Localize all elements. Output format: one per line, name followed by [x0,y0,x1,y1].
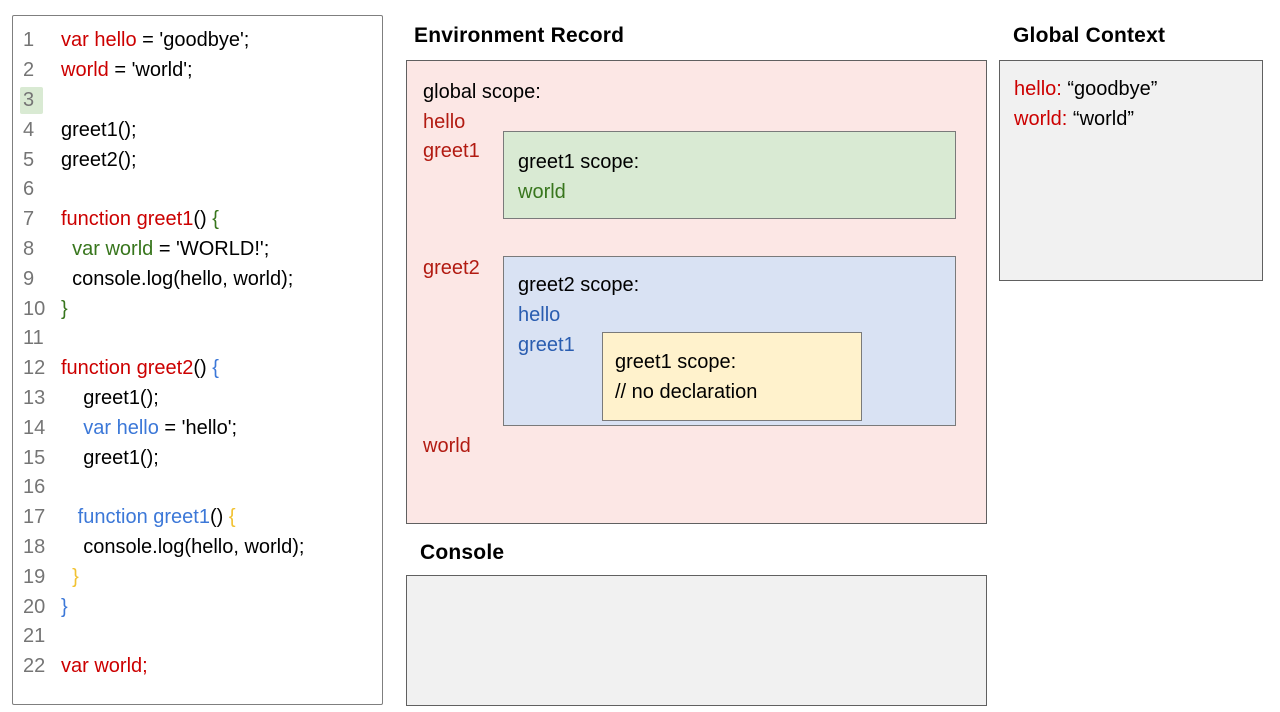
global-context-box: hello: “goodbye” world: “world” [999,60,1263,281]
line-number: 6 [23,178,35,201]
code-line: 7 function greet1() { [13,205,382,235]
line-number: 17 [23,506,46,529]
greet2-scope-entry-hello: hello [518,304,561,326]
code-line: 17 function greet1() { [13,503,382,533]
line-number: 12 [23,357,46,380]
code-line-text: var hello = 'hello'; [83,416,238,439]
code-line: 5 greet2(); [13,145,382,175]
line-number: 21 [23,625,46,648]
line-number: 8 [23,237,35,260]
env-entry-world: world [423,435,471,457]
line-number: 15 [23,446,46,469]
inner-greet1-scope-label: greet1 scope: [615,351,737,373]
code-line-text: function greet1() { [61,208,219,231]
code-line: 14 var hello = 'hello'; [13,413,382,443]
line-number: 7 [23,208,35,231]
greet2-scope-label: greet2 scope: [518,274,640,296]
code-line-text: world = 'world'; [61,59,193,82]
code-line: 11 [13,324,382,354]
code-line-text: console.log(hello, world); [61,535,305,558]
code-line-text: } [72,565,79,588]
env-entry-greet1: greet1 [423,140,480,162]
code-line: 3 [13,86,382,116]
environment-record-title: Environment Record [414,24,625,47]
code-line-text: var world; [61,655,148,678]
line-number: 1 [23,29,35,52]
code-line: 19 } [13,562,382,592]
line-number: 14 [23,416,46,439]
code-line: 15 greet1(); [13,443,382,473]
line-number: 22 [23,655,46,678]
line-number: 19 [23,565,46,588]
line-number: 11 [23,327,44,350]
console-output-box [406,575,987,706]
greet1-scope-label: greet1 scope: [518,151,640,173]
console-title: Console [420,541,505,564]
code-line: 8 var world = 'WORLD!'; [13,235,382,265]
global-context-entry: hello: “goodbye” [1014,78,1158,100]
line-number-highlighted: 3 [20,86,44,114]
line-number: 20 [23,595,46,618]
greet2-scope-entry-greet1: greet1 [518,334,575,356]
code-line: 4 greet1(); [13,115,382,145]
greet2-scope-box: greet2 scope: hello greet1 greet1 scope:… [503,256,956,426]
line-number: 9 [23,267,35,290]
line-number: 4 [23,118,35,141]
environment-record-box: global scope: hello greet1 greet1 scope:… [406,60,987,524]
global-context-entries: hello: “goodbye” world: “world” [1000,61,1262,134]
code-lines: 1 var hello = 'goodbye'; 2 world = 'world';… [13,26,382,682]
line-number: 2 [23,59,35,82]
code-line-text: } [61,595,68,618]
code-line: 10} [13,294,382,324]
code-line: 22 var world; [13,652,382,682]
line-number: 5 [23,148,35,171]
code-line-text: function greet1() { [77,506,236,529]
code-line: 16 [13,473,382,503]
code-line: 12 function greet2() { [13,354,382,384]
code-line-text: greet1(); [61,386,159,409]
greet1-scope-entry-world: world [518,181,566,203]
code-line: 1 var hello = 'goodbye'; [13,26,382,56]
global-context-entry: world: “world” [1014,108,1135,130]
code-line: 18 console.log(hello, world); [13,533,382,563]
code-line: 9 console.log(hello, world); [13,264,382,294]
code-line: 6 [13,175,382,205]
code-line-text: console.log(hello, world); [61,267,294,290]
global-context-title: Global Context [1013,24,1166,47]
code-line-text: } [61,297,68,320]
inner-greet1-scope-box: greet1 scope: // no declaration [602,332,862,421]
code-line: 2 world = 'world'; [13,56,382,86]
line-number: 10 [23,297,46,320]
code-line-text: greet2(); [61,148,137,171]
env-entry-hello: hello [423,111,466,133]
inner-greet1-scope-comment: // no declaration [615,381,758,403]
code-line: 21 [13,622,382,652]
line-number: 13 [23,386,46,409]
code-line-text: var world = 'WORLD!'; [72,237,270,260]
code-line-text: function greet2() { [61,357,219,380]
line-number: 16 [23,476,46,499]
code-line-text: greet1(); [61,446,159,469]
code-line-text: greet1(); [61,118,137,141]
code-line: 20} [13,592,382,622]
line-number: 18 [23,535,46,558]
code-panel: 1 var hello = 'goodbye'; 2 world = 'world';… [12,15,383,705]
code-line-text: var hello = 'goodbye'; [61,29,250,52]
code-line: 13 greet1(); [13,384,382,414]
greet1-scope-box: greet1 scope: world [503,131,956,219]
global-scope-label: global scope: [423,81,541,103]
env-entry-greet2: greet2 [423,257,480,279]
